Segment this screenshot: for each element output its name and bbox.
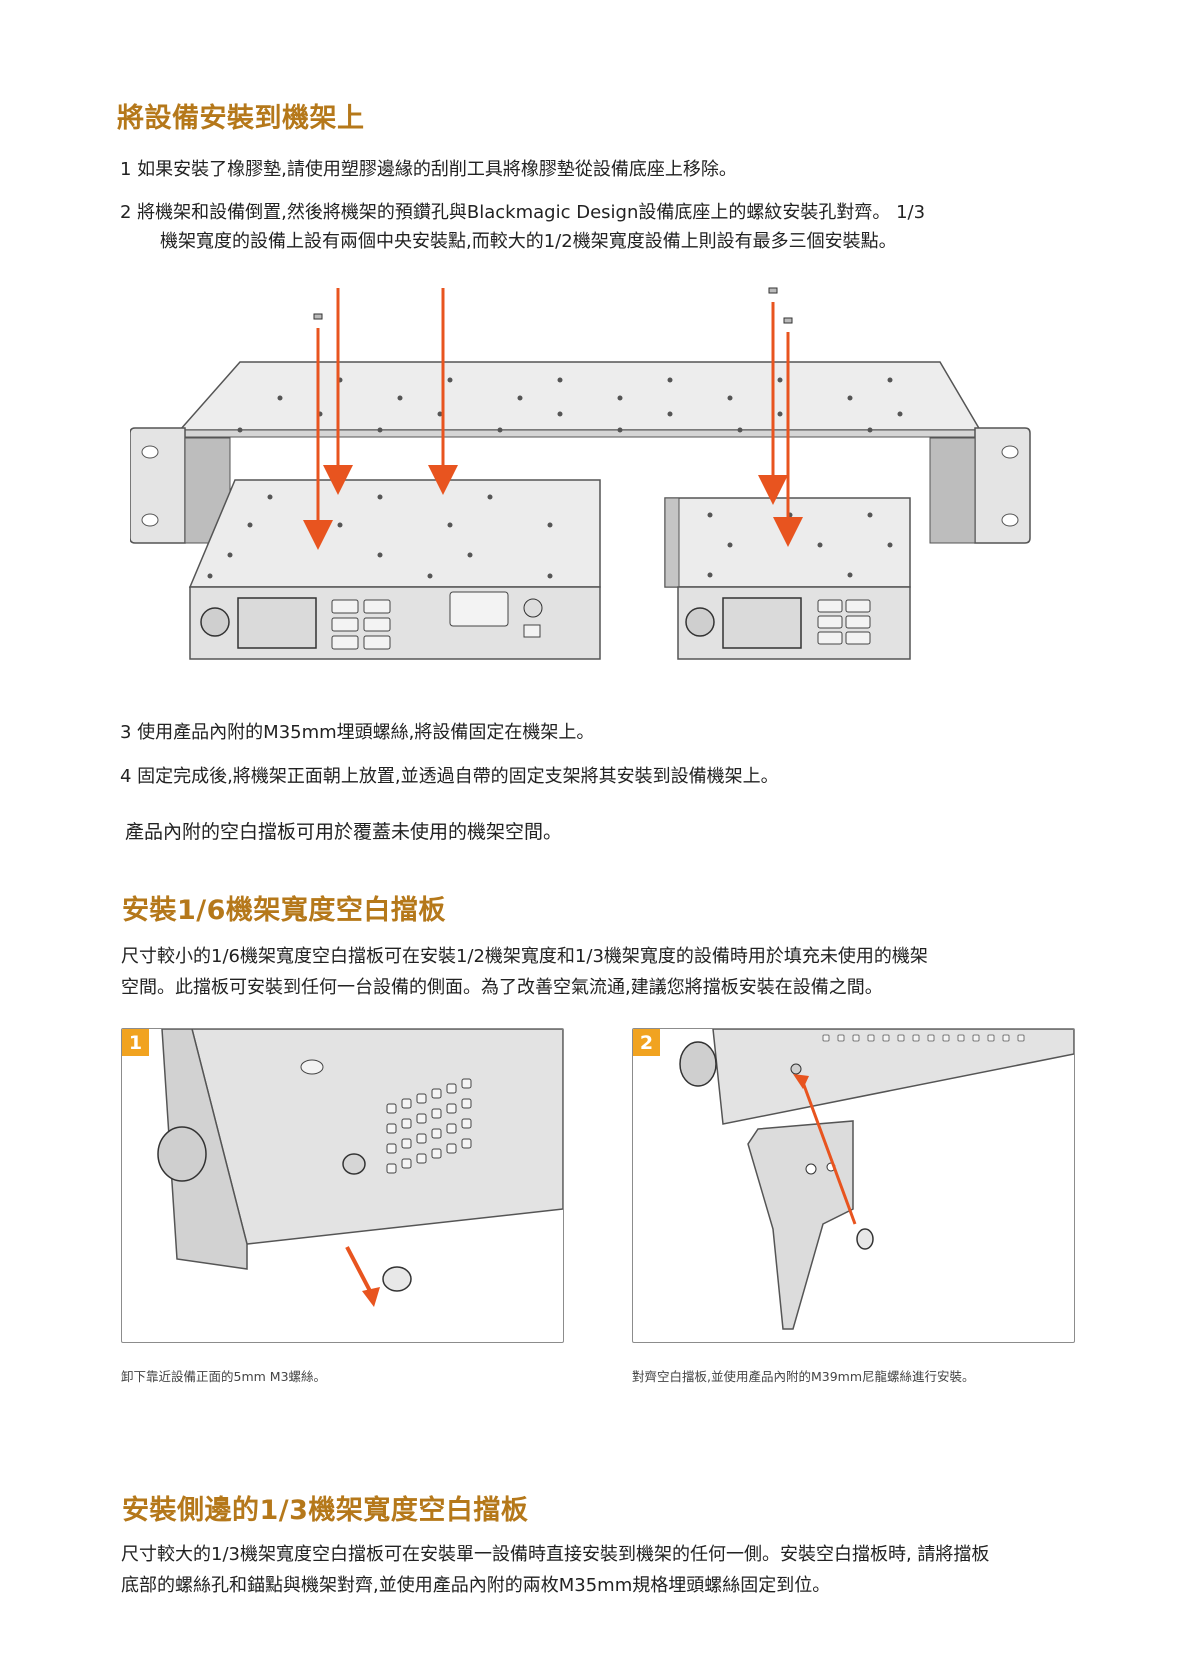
step-2-text-line2: 機架寬度的設備上設有兩個中央安裝點,而較大的1/2機架寬度設備上則設有最多三個安… — [160, 231, 897, 252]
figure-1-caption: 卸下靠近設備正面的5mm M3螺絲。 — [121, 1369, 327, 1384]
third-rack-paragraph-line2: 底部的螺絲孔和錨點與機架對齊,並使用產品內附的兩枚M35mm規格埋頭螺絲固定到位… — [121, 1575, 831, 1596]
figure-2-caption: 對齊空白擋板,並使用產品內附的M39mm尼龍螺絲進行安裝。 — [632, 1369, 975, 1384]
attach-panel-illustration — [679, 1029, 1074, 1330]
rack-mounting-illustration — [130, 287, 1031, 660]
figure-attach-blank-panel: 2 — [632, 1028, 1075, 1343]
sixth-rack-paragraph-line1: 尺寸較小的1/6機架寬度空白擋板可在安裝1/2機架寬度和1/3機架寬度的設備時用… — [121, 946, 928, 967]
figure-1-badge: 1 — [122, 1029, 149, 1056]
section-title-third-rack-side-blank: 安裝側邊的1/3機架寬度空白擋板 — [122, 1495, 529, 1526]
step-4-text: 4 固定完成後,將機架正面朝上放置,並透過自帶的固定支架將其安裝到設備機架上。 — [120, 766, 779, 787]
figure-2-badge: 2 — [633, 1029, 660, 1056]
remove-screw-illustration — [157, 1029, 563, 1307]
step-1-text: 1 如果安裝了橡膠墊,請使用塑膠邊緣的刮削工具將橡膠墊從設備底座上移除。 — [120, 159, 737, 180]
third-rack-device — [664, 497, 911, 660]
rack-tray — [130, 361, 1031, 544]
step-2-text-line1: 2 將機架和設備倒置,然後將機架的預鑽孔與Blackmagic Design設備… — [120, 202, 926, 223]
figure-remove-screw: 1 — [121, 1028, 564, 1343]
step-3-text: 3 使用產品內附的M35mm埋頭螺絲,將設備固定在機架上。 — [120, 722, 595, 743]
half-rack-device — [188, 479, 601, 660]
mounting-arrows — [303, 288, 803, 550]
blank-panel-note: 產品內附的空白擋板可用於覆蓋未使用的機架空間。 — [125, 821, 563, 843]
section-title-rack-mount: 將設備安裝到機架上 — [117, 103, 365, 134]
third-rack-paragraph-line1: 尺寸較大的1/3機架寬度空白擋板可在安裝單一設備時直接安裝到機架的任何一側。安裝… — [121, 1544, 990, 1565]
screw-icons — [313, 287, 793, 324]
sixth-rack-paragraph-line2: 空間。此擋板可安裝到任何一台設備的側面。為了改善空氣流通,建議您將擋板安裝在設備… — [121, 977, 883, 998]
section-title-sixth-rack-blank: 安裝1/6機架寬度空白擋板 — [122, 895, 446, 926]
